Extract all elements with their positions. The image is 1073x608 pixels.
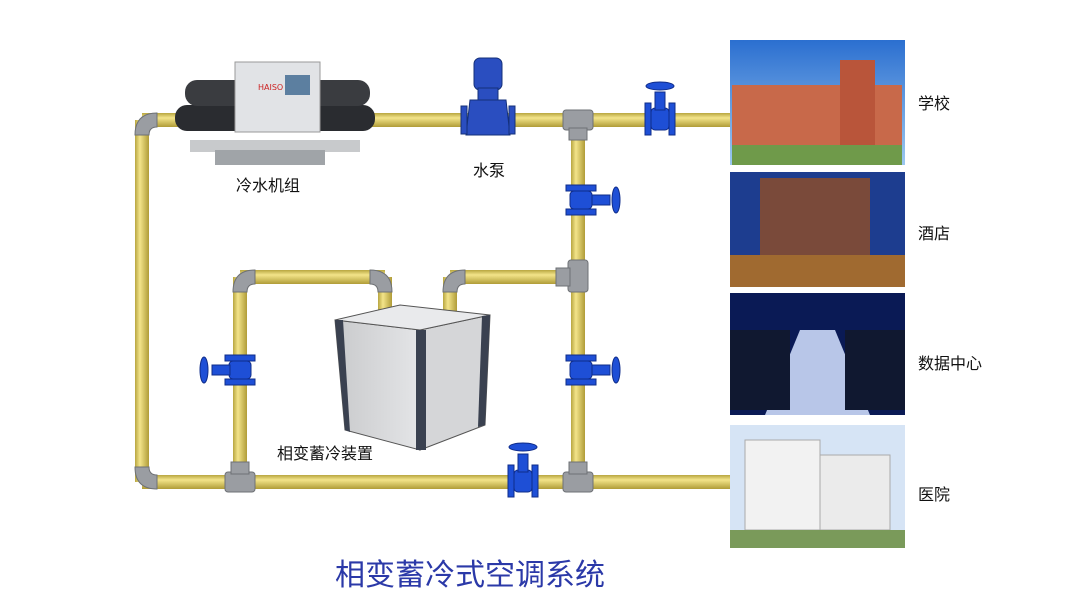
gate-valve-icon [565, 184, 621, 216]
diagram-title: 相变蓄冷式空调系统 [335, 558, 605, 593]
building-photos [730, 40, 905, 548]
school-photo [730, 40, 905, 165]
data-center-photo [730, 293, 905, 415]
gate-valve-icon [644, 81, 676, 136]
valves [199, 81, 676, 498]
building-label-hotel: 酒店 [918, 224, 951, 243]
gate-valve-icon [199, 354, 256, 386]
fittings [134, 109, 594, 493]
pump-label: 水泵 [473, 161, 506, 180]
water-pump-icon [460, 57, 516, 136]
building-label-school: 学校 [918, 94, 951, 113]
chiller-unit-icon: HAISO [175, 61, 375, 165]
building-label-hospital: 医院 [918, 485, 951, 504]
gate-valve-icon [565, 354, 621, 386]
svg-text:HAISO: HAISO [258, 83, 283, 92]
building-label-data-center: 数据中心 [918, 354, 983, 373]
gate-valve-icon [507, 442, 539, 498]
chiller-label: 冷水机组 [236, 176, 301, 195]
hospital-photo [730, 425, 905, 548]
storage-label: 相变蓄冷装置 [277, 444, 374, 463]
phase-change-storage-unit-icon [334, 304, 491, 451]
hotel-photo [730, 172, 905, 287]
